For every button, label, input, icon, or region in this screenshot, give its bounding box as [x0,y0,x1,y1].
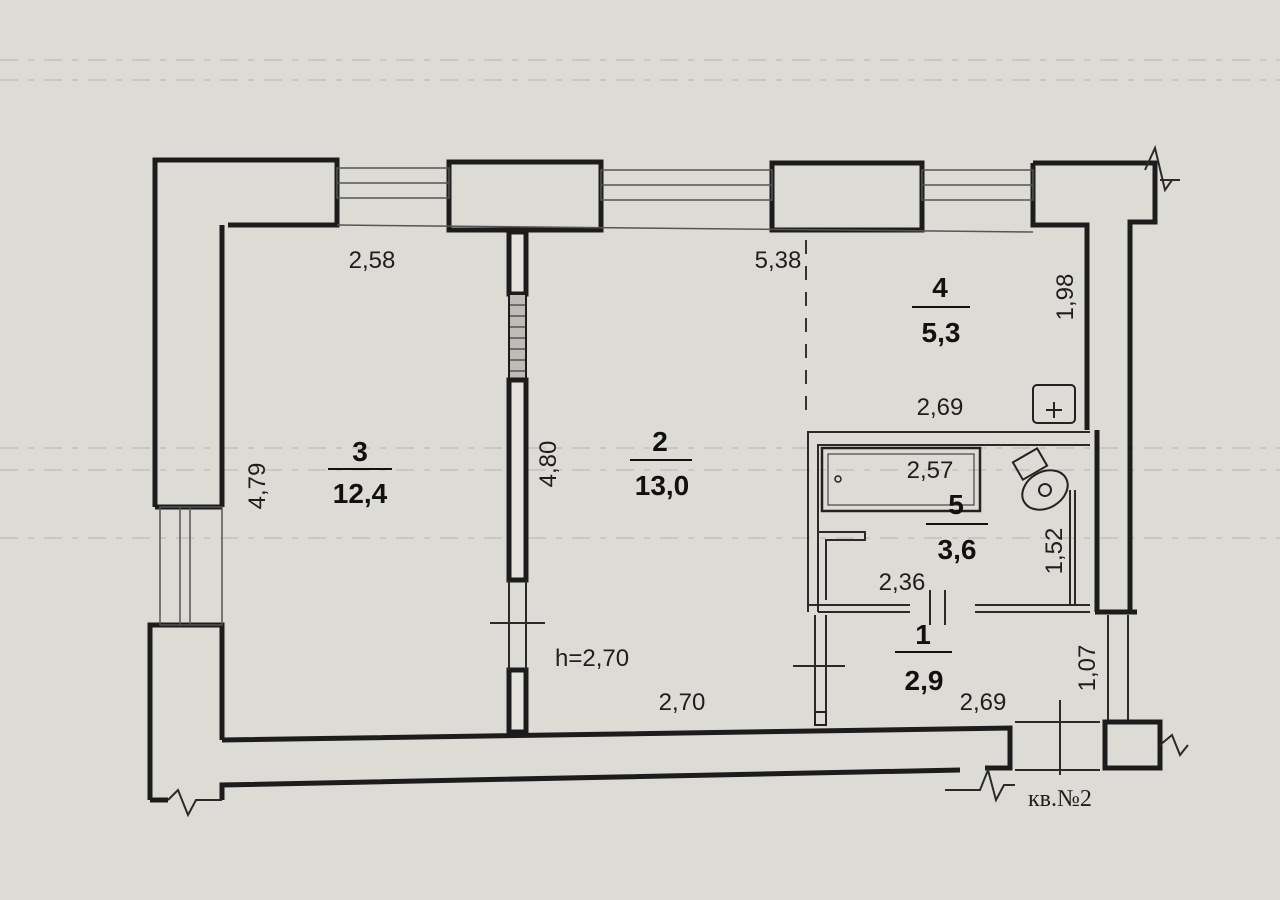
dim-room2-height: 4,80 [535,441,562,488]
bathroom-walls [807,431,1090,625]
dim-bottom-width: 2,70 [659,689,706,716]
dim-top-left-width: 2,58 [349,247,396,274]
room-4-number: 4 [932,272,948,303]
bathtub-icon [820,446,982,513]
stove-icon [1032,384,1076,424]
dim-hall-width: 2,69 [960,689,1007,716]
wall-break-marks [167,144,1189,818]
dim-bath-width: 2,57 [907,457,954,484]
room-2-number: 2 [652,426,668,457]
room-5-area: 3,6 [938,534,977,565]
room-4-area: 5,3 [922,317,961,348]
toilet-icon [1011,446,1069,511]
ceiling-height: h=2,70 [555,645,629,672]
room-1-number: 1 [915,619,931,650]
apartment-label: кв.№2 [1028,786,1092,812]
dim-room4-height: 1,98 [1052,274,1079,321]
dim-room3-height: 4,79 [244,463,271,510]
room-3-area: 12,4 [333,478,388,509]
windows [159,167,1034,626]
partition-wall [490,229,545,735]
entrance-marks [1015,700,1100,775]
dim-bath-height: 1,52 [1041,528,1068,575]
room-5-number: 5 [948,489,964,520]
dim-room4-width: 2,69 [917,394,964,421]
dim-top-width: 5,38 [755,247,802,274]
room-3-number: 3 [352,436,368,467]
hall-partition [793,615,845,726]
dim-hall-height: 1,07 [1074,645,1101,692]
scan-noise [0,59,1280,539]
room-1-area: 2,9 [905,665,944,696]
dim-bath-bottom-width: 2,36 [879,569,926,596]
room-2-area: 13,0 [635,470,690,501]
